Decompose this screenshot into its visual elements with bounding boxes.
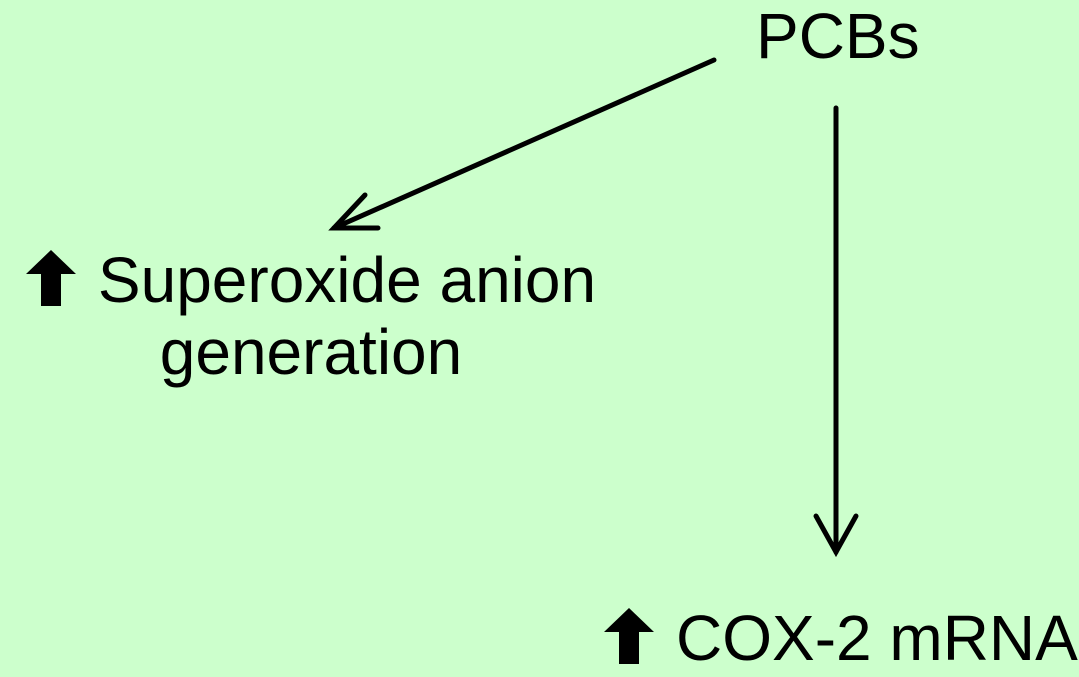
node-pcbs: PCBs xyxy=(756,4,920,68)
edge-pcbs-to-superoxide xyxy=(328,57,717,231)
up-arrow-icon xyxy=(25,250,76,306)
edge-pcbs-to-cox2 xyxy=(813,105,859,558)
arrowhead-icon xyxy=(328,192,381,231)
node-superoxide-line1: Superoxide anion xyxy=(16,244,606,316)
node-superoxide-line2: generation xyxy=(159,316,463,389)
node-pcbs-label: PCBs xyxy=(756,0,920,72)
arrowhead-icon xyxy=(813,513,859,558)
node-cox2-mrna: COX-2 mRNA xyxy=(604,606,1078,670)
node-superoxide-generation: Superoxide anion generation xyxy=(16,244,606,389)
node-cox2-label: COX-2 mRNA xyxy=(676,602,1078,674)
node-superoxide-line1-text: Superoxide anion xyxy=(97,244,597,316)
edge-line xyxy=(331,57,717,231)
up-arrow-icon xyxy=(604,608,654,664)
